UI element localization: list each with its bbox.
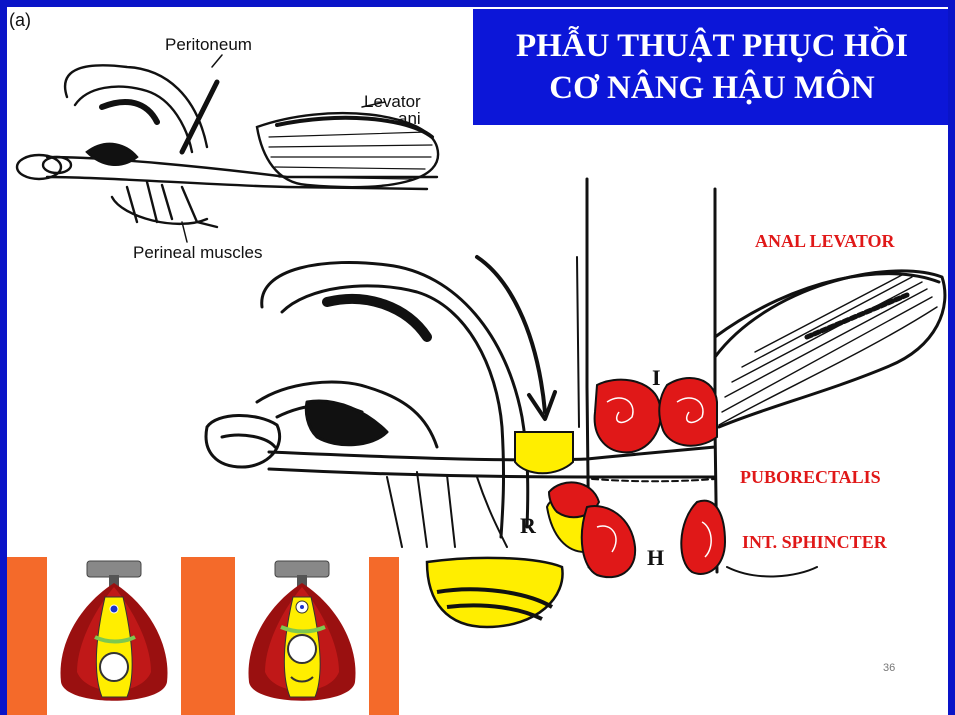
red-blob-i-right bbox=[659, 378, 717, 446]
slide: PHẪU THUẬT PHỤC HỒI CƠ NÂNG HẬU MÔN bbox=[7, 7, 948, 715]
red-blob-h-right bbox=[681, 501, 725, 574]
yellow-zone-upper bbox=[515, 432, 573, 473]
red-blob-h-left bbox=[582, 506, 635, 577]
letter-r: R bbox=[520, 513, 536, 539]
page-number: 36 bbox=[883, 662, 895, 674]
thumbnail-left bbox=[47, 557, 181, 715]
pelvic-muscle-model-icon bbox=[47, 557, 181, 715]
letter-h: H bbox=[647, 545, 664, 571]
pelvic-muscle-model-icon bbox=[235, 557, 369, 715]
thumbnail-right bbox=[235, 557, 369, 715]
int-sphincter-label: INT. SPHINCTER bbox=[742, 532, 887, 553]
thumbnail-strip bbox=[7, 557, 399, 715]
anal-levator-label: ANAL LEVATOR bbox=[755, 231, 895, 252]
puborectalis-label: PUBORECTALIS bbox=[740, 467, 881, 488]
letter-i: I bbox=[652, 365, 661, 391]
red-blob-i-left bbox=[595, 380, 661, 453]
